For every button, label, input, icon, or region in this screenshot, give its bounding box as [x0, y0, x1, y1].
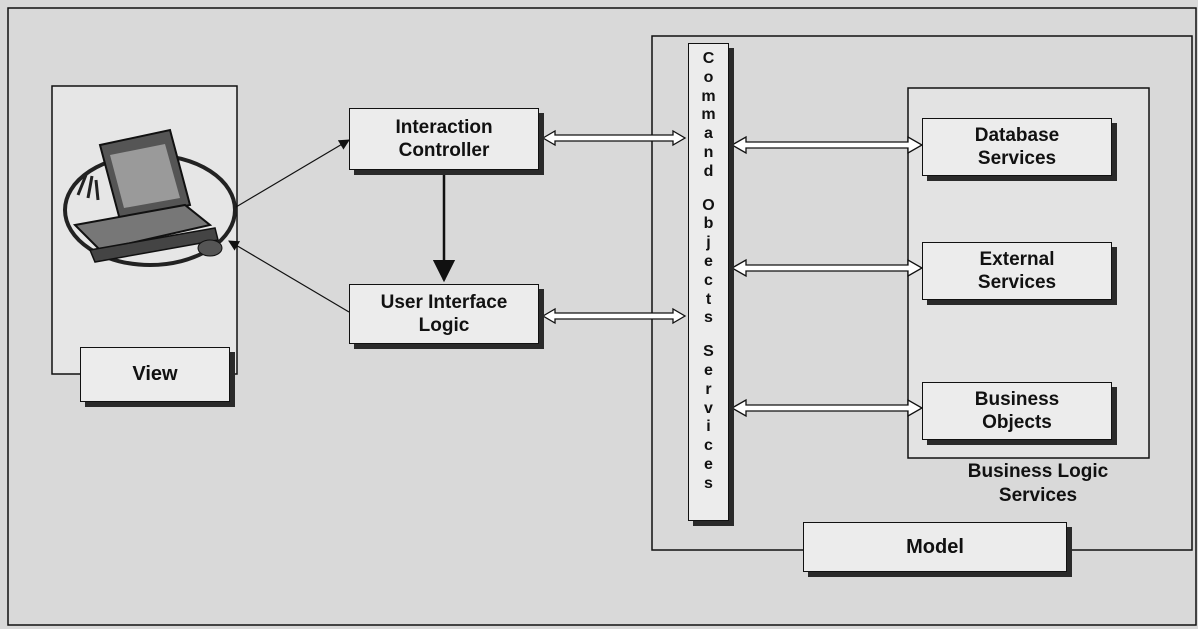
model-box: Model	[803, 522, 1067, 572]
vertical-letter: r	[705, 380, 712, 398]
vertical-letter: i	[706, 418, 711, 436]
vertical-letter: m	[701, 87, 716, 105]
computer-workstation-icon	[63, 128, 237, 267]
interaction-controller-line2: Controller	[398, 140, 490, 161]
vertical-letter: C	[702, 50, 715, 67]
vertical-letter: v	[704, 399, 713, 417]
outer-frame	[7, 7, 1197, 626]
view-label: View	[132, 363, 178, 385]
ui-logic-line2: Logic	[418, 315, 470, 336]
external-services-line1: External	[979, 249, 1055, 270]
vertical-letter: n	[703, 143, 714, 161]
vertical-letter: e	[704, 252, 713, 270]
vertical-letter: t	[705, 290, 712, 308]
vertical-letter: c	[704, 271, 713, 289]
vertical-letter: d	[703, 162, 714, 180]
model-label: Model	[906, 535, 964, 558]
database-services-box: Database Services	[922, 118, 1112, 176]
vertical-letter: a	[704, 125, 713, 143]
vertical-letter: s	[704, 309, 713, 327]
interaction-controller-box: Interaction Controller	[349, 108, 539, 170]
database-services-line2: Services	[977, 148, 1057, 169]
vertical-letter: j	[706, 234, 711, 252]
vertical-letter: e	[704, 455, 713, 473]
vertical-letter: c	[704, 437, 713, 455]
user-interface-logic-box: User Interface Logic	[349, 284, 539, 344]
business-objects-line2: Objects	[982, 412, 1052, 433]
business-logic-services-label: Business Logic Services	[918, 460, 1158, 508]
interaction-controller-line1: Interaction	[395, 117, 493, 138]
vertical-letter: s	[704, 474, 713, 492]
business-logic-line1: Business Logic	[967, 461, 1109, 482]
business-objects-line1: Business	[974, 389, 1060, 410]
vertical-letter: e	[704, 361, 713, 379]
double-arrows	[541, 129, 924, 418]
vertical-letter: b	[703, 215, 714, 233]
vertical-letter: O	[702, 196, 715, 214]
business-objects-box: Business Objects	[922, 382, 1112, 440]
external-services-line2: Services	[977, 272, 1057, 293]
view-box: View	[80, 347, 230, 402]
database-services-line1: Database	[974, 125, 1060, 146]
vertical-letter: o	[703, 68, 714, 86]
business-logic-line2: Services	[998, 485, 1078, 506]
ui-logic-line1: User Interface	[380, 292, 508, 313]
vertical-letter: m	[701, 106, 716, 124]
external-services-box: External Services	[922, 242, 1112, 300]
vertical-letter: S	[703, 343, 714, 361]
